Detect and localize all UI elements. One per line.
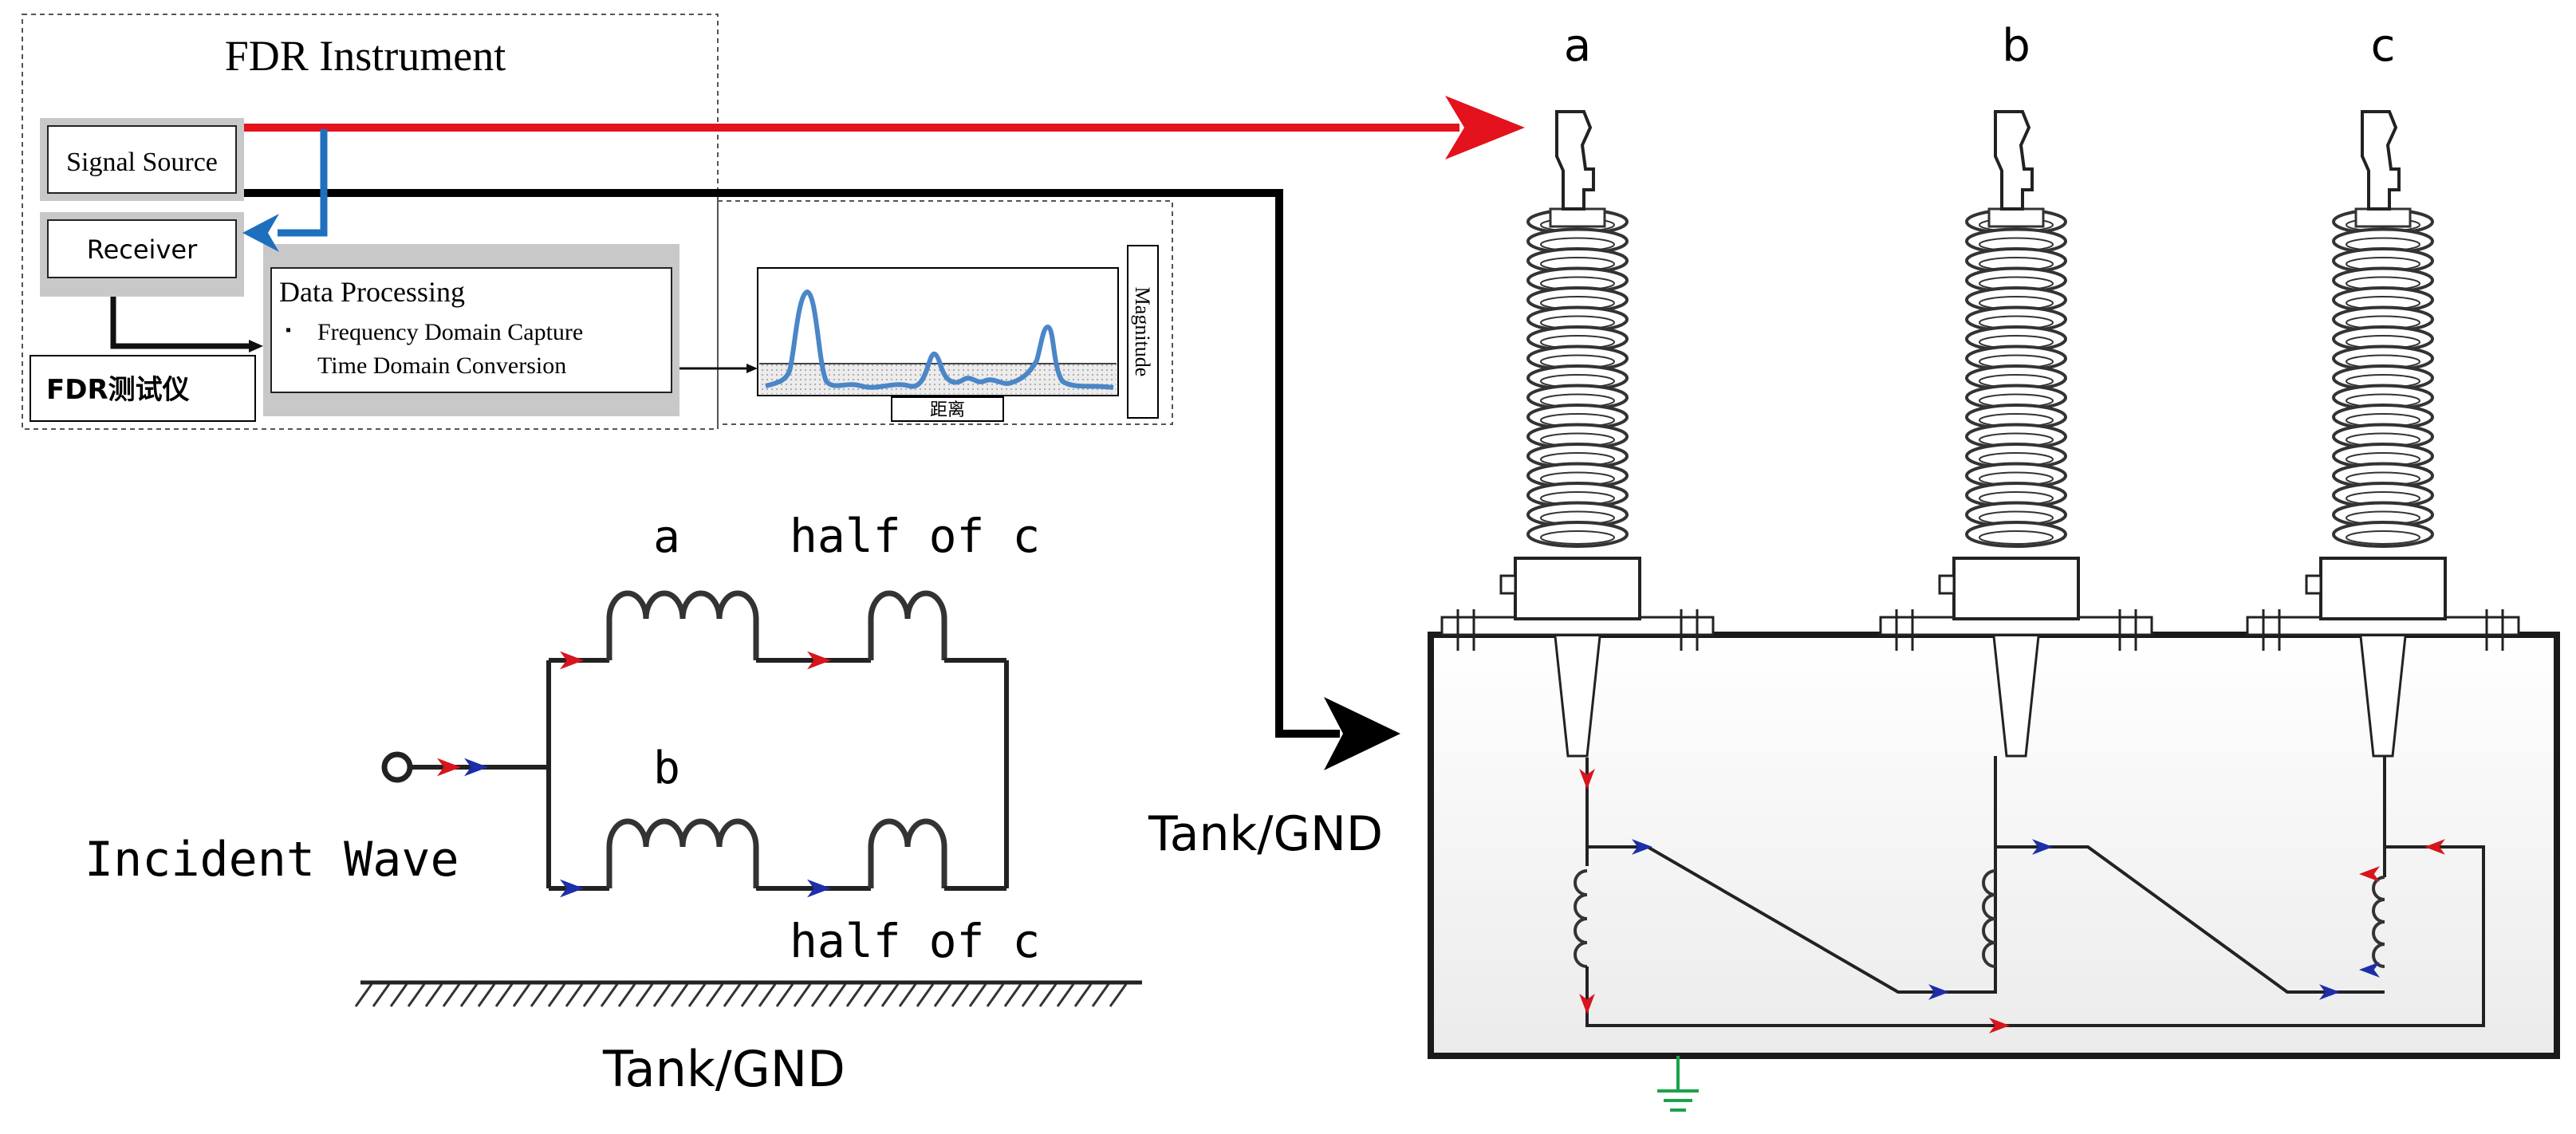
branch-label-half-c-bottom: half of c (790, 914, 1040, 968)
equivalent-circuit: a half of c b half of c Incident Wave Ta… (85, 509, 1142, 1098)
signal-source-label: Signal Source (66, 148, 218, 177)
flow-arrow (1579, 994, 1595, 1014)
flow-arrow (1928, 984, 1949, 1000)
phase-label-b: b (2002, 20, 2030, 72)
inductor-a (606, 590, 759, 660)
data-processing-block[interactable]: Data Processing ▪ Frequency Domain Captu… (263, 244, 679, 416)
tank-coil-a (1574, 869, 1588, 968)
plot-y-label-box (1127, 245, 1159, 419)
inductor-b (606, 818, 759, 888)
processing-item-time: Time Domain Conversion (317, 352, 566, 379)
signal-source-block[interactable]: Signal Source (40, 118, 244, 201)
flow-arrow (807, 879, 831, 898)
plot-y-label: Magnitude (1131, 287, 1154, 377)
incident-terminal (381, 751, 413, 783)
instrument-boundary (22, 14, 719, 430)
plot-input-arrowhead (746, 364, 758, 373)
branch-label-b: b (653, 742, 680, 794)
phase-label-c: c (2371, 20, 2396, 72)
flow-arrow (1989, 1018, 2010, 1034)
flow-arrow (437, 758, 461, 777)
bushing-b (1879, 110, 2153, 758)
fdr-instrument: FDR Instrument Signal Source Receiver FD… (22, 14, 1173, 430)
return-arrowhead (242, 214, 279, 252)
plot-x-label-box (891, 396, 1004, 422)
flow-arrow (807, 651, 831, 670)
ground-symbol (1657, 1056, 1699, 1112)
bullet-glyph: ▪ (286, 321, 291, 339)
bushing-c (2246, 110, 2520, 758)
processing-item-frequency: Frequency Domain Capture (317, 319, 583, 345)
branch-label-a: a (653, 511, 680, 563)
ground-arrowhead (1324, 697, 1400, 770)
flow-arrow (2359, 866, 2380, 882)
processing-title: Data Processing (279, 276, 465, 308)
inductor-half-c-top (868, 590, 947, 660)
branch-label-half-c-top: half of c (790, 509, 1040, 563)
breaker-assembly (1428, 110, 2560, 1112)
instrument-boundary-extension (717, 200, 1173, 425)
receiver-block[interactable]: Receiver (40, 212, 244, 297)
receiver-to-processing-line (110, 297, 254, 349)
plot-x-label: 距离 (930, 400, 965, 420)
flow-arrow (2424, 839, 2445, 855)
tank-coil-b (1982, 869, 1996, 968)
tank-return-path (1585, 845, 2485, 1027)
phase-label-a: a (1564, 20, 1591, 72)
tank-coil-c (2372, 876, 2385, 968)
receiver-label: Receiver (87, 234, 198, 265)
flow-arrow (1632, 839, 1652, 855)
ground-reference-line (244, 189, 1340, 738)
flow-arrow (2359, 962, 2380, 978)
tank-gnd-label-circuit: Tank/GND (602, 1040, 845, 1098)
tank-gnd-label-right: Tank/GND (1148, 806, 1383, 862)
incident-wave-label: Incident Wave (85, 832, 459, 888)
flow-arrow (464, 758, 488, 777)
flow-arrow (560, 651, 584, 670)
return-line (278, 129, 328, 237)
output-plot: 距离 Magnitude (757, 245, 1159, 422)
internal-circuit-path (1585, 758, 2385, 994)
processing-input-arrowhead (249, 340, 263, 352)
bushing-a (1440, 110, 1715, 758)
device-label: FDR测试仪 (46, 374, 190, 406)
flow-arrow (1579, 769, 1595, 789)
flow-arrow (2319, 984, 2340, 1000)
instrument-title: FDR Instrument (225, 32, 506, 80)
flow-arrow (2032, 839, 2053, 855)
flow-arrow (560, 879, 584, 898)
device-label-box (30, 355, 256, 422)
inductor-half-c-bottom (868, 818, 947, 888)
signal-arrowhead (1445, 96, 1525, 159)
plot-curve (765, 289, 1114, 390)
